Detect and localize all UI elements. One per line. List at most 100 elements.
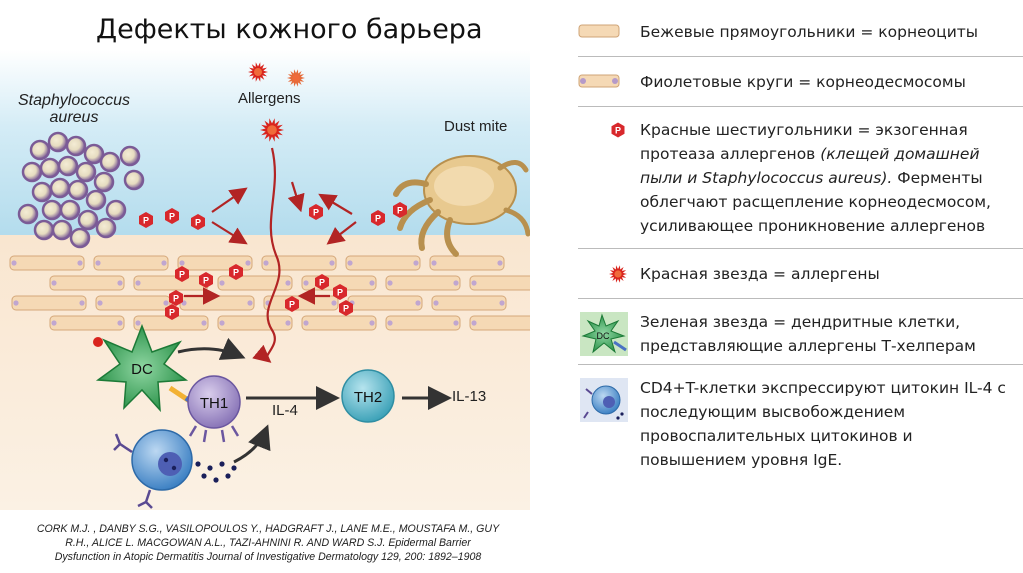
corneocyte [469,315,545,331]
staph-cell [105,199,127,221]
svg-text:P: P [203,276,209,286]
corneocyte [261,255,337,271]
svg-text:P: P [179,270,185,280]
protease-hexagon: P [175,266,189,282]
corneocyte [9,255,85,271]
legend-divider [578,106,1023,107]
corneocyte [429,255,505,271]
staph-cell [99,151,121,173]
cd4-t-cell-icon [580,378,628,422]
th1-label: TH1 [200,395,228,412]
citation: CORK M.J. , DANBY S.G., VASILOPOULOS Y.,… [4,522,532,564]
citation-line2: R.H., ALICE L. MACGOWAN A.L., TAZI-AHNIN… [65,537,471,549]
legend-text-corneocytes: Бежевые прямоугольники = корнеоциты [640,23,979,41]
svg-text:P: P [195,218,201,228]
legend-text-allergen: Красная звезда = аллергены [640,265,880,283]
allergen-path-arrow [252,147,281,363]
staph-cell [85,189,107,211]
b-cell-icon [113,429,193,509]
corneocyte [217,275,293,291]
allergen-star [248,62,268,82]
staph-cell [65,135,87,157]
th2-cell-icon [341,369,395,423]
legend-divider [578,56,1023,57]
protease-hexagon: P [309,204,323,220]
cytokine-dot [231,465,237,471]
protease-hexagon: P [139,212,153,228]
legend-text-cd4-line2: последующим высвобождением [640,403,906,421]
legend-text-cd4-line4: повышением уровня IgE. [640,451,843,469]
staph-cell [57,155,79,177]
legend-text-dendritic: Зеленая звезда = дендритные клетки, пред… [640,310,1020,358]
cytokine-dot [213,477,219,483]
corneocyte [431,295,507,311]
allergen-star [260,118,284,142]
corneocyte [179,295,255,311]
protease-hexagon: P [165,304,179,320]
dust-mite-icon [393,155,531,257]
staph-cell [93,171,115,193]
corneocyte-icon [578,24,620,38]
staph-cell [49,177,71,199]
protease-hexagon: P [333,284,347,300]
corneocyte [11,295,87,311]
staph-cell [69,227,91,249]
staph-cell [39,157,61,179]
svg-text:P: P [313,208,319,218]
protease-hexagon: P [199,272,213,288]
legend-dc-glyph: DC [597,331,610,341]
protease-hexagon: P [285,296,299,312]
svg-text:P: P [143,216,149,226]
staphylococcus-cluster [17,131,145,249]
svg-text:P: P [397,206,403,216]
staph-cell [21,161,43,183]
staph-cell [31,181,53,203]
legend-divider [578,364,1023,365]
corneocyte [49,275,125,291]
dust-mite-label: Dust mite [444,118,508,135]
svg-text:P: P [173,294,179,304]
corneocyte [385,315,461,331]
corneocyte [95,295,171,311]
legend-text-protease-line4: облегчают расщепление корнеодесмосом, [640,193,991,211]
staph-label-line2: aureus [49,109,99,126]
corneocyte [217,315,293,331]
staph-cell [41,199,63,221]
legend-divider [578,298,1023,299]
corneocyte [301,315,377,331]
staph-cell [123,169,145,191]
cytokine-dot [219,461,225,467]
legend-text-protease-line1: Красные шестиугольники = экзогенная [640,121,968,139]
corneocyte [133,315,209,331]
svg-text:P: P [319,278,325,288]
staph-cell [29,139,51,161]
staph-cell [59,199,81,221]
signal-arrows [177,337,452,464]
corneocyte [49,315,125,331]
staph-label: Staphylococcus aureus [14,92,134,126]
protease-icon-glyph: P [615,126,621,136]
legend-text-cd4-line1: CD4+T-клетки экспрессируют цитокин IL-4 … [640,379,1006,397]
corneocyte [93,255,169,271]
allergen-star [609,265,627,283]
staph-cell [95,217,117,239]
staph-cell [119,145,141,167]
legend-text-cd4: CD4+T-клетки экспрессируют цитокин IL-4 … [640,376,1020,472]
legend-text-protease-line2: протеаза аллергенов (клещей домашней [640,142,1020,166]
protease-arrows [184,181,357,305]
protease-icon: P [611,122,625,138]
allergen-star-on-dc [93,337,103,347]
corneocyte [385,275,461,291]
staph-cell [67,179,89,201]
svg-text:P: P [375,214,381,224]
svg-text:P: P [289,300,295,310]
svg-text:P: P [343,304,349,314]
protease-hexagon: P [165,208,179,224]
legend-divider [578,248,1023,249]
staph-label-line1: Staphylococcus [17,92,131,109]
legend-text-protease-line3a: пыли и Staphylococcus aureus). [640,169,893,187]
protease-hexagon: P [371,210,385,226]
corneocyte [469,275,545,291]
